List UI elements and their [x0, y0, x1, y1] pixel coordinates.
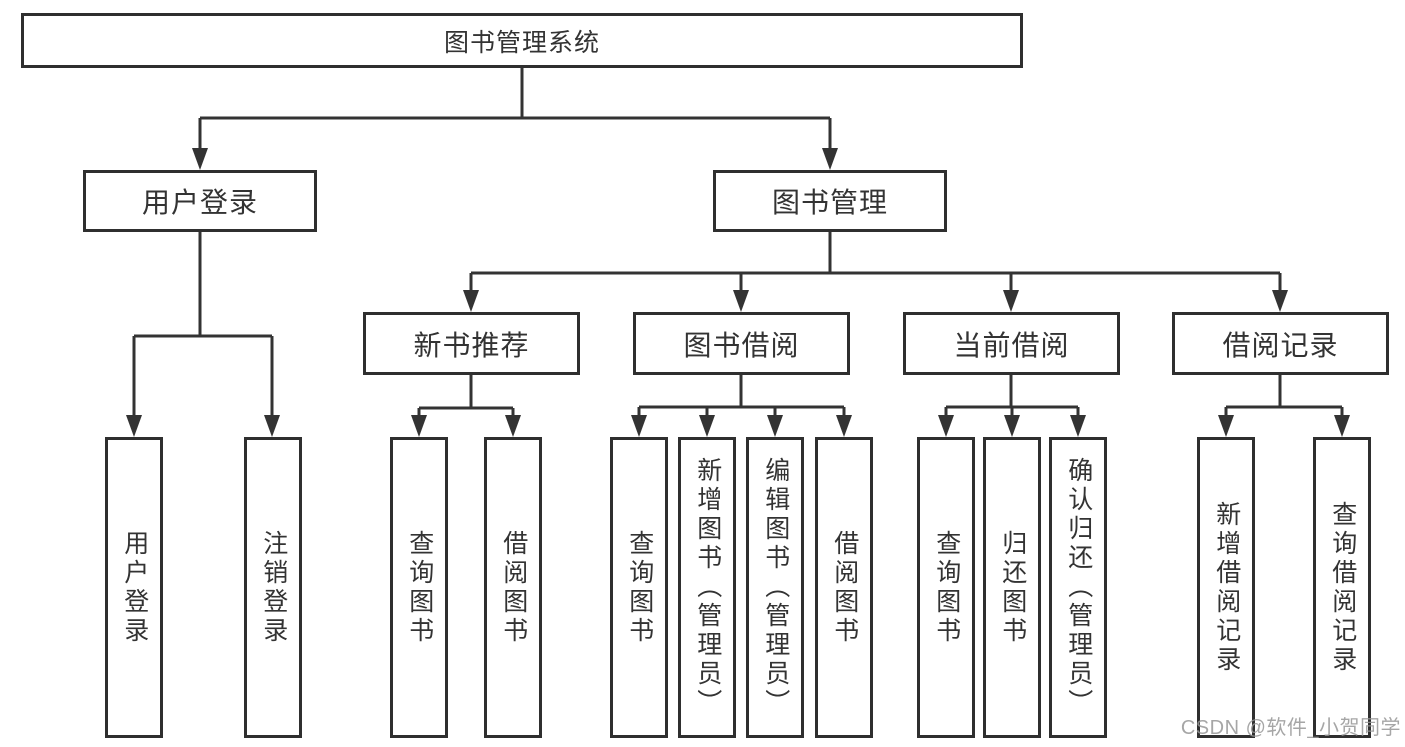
node-library-system: 图书管理系统: [21, 13, 1023, 68]
leaf-label: 借阅图书: [499, 529, 528, 646]
leaf-label: 归还图书: [998, 529, 1027, 646]
leaf-br-query-record: 查询借阅记录: [1313, 437, 1371, 738]
node-book-borrowing: 图书借阅: [633, 312, 850, 375]
leaf-logout: 注销登录: [244, 437, 302, 738]
leaf-label: 新增图书（管理员）: [693, 457, 722, 718]
leaf-nb-query-books: 查询图书: [390, 437, 448, 738]
leaf-bb-add-books-admin: 新增图书（管理员）: [678, 437, 736, 738]
leaf-user-login: 用户登录: [105, 437, 163, 738]
leaf-label: 查询图书: [625, 529, 654, 646]
node-new-book-recommendation: 新书推荐: [363, 312, 580, 375]
leaf-cb-confirm-return-admin: 确认归还（管理员）: [1049, 437, 1107, 738]
leaf-label: 新增借阅记录: [1212, 500, 1241, 675]
node-user-login: 用户登录: [83, 170, 317, 232]
leaf-label: 确认归还（管理员）: [1064, 457, 1093, 718]
node-book-management: 图书管理: [713, 170, 947, 232]
leaf-label: 用户登录: [120, 529, 149, 646]
leaf-br-add-record: 新增借阅记录: [1197, 437, 1255, 738]
leaf-label: 查询图书: [932, 529, 961, 646]
leaf-cb-return-books: 归还图书: [983, 437, 1041, 738]
leaf-bb-borrow-books: 借阅图书: [815, 437, 873, 738]
node-current-borrowing: 当前借阅: [903, 312, 1120, 375]
leaf-cb-query-books: 查询图书: [917, 437, 975, 738]
leaf-bb-edit-books-admin: 编辑图书（管理员）: [746, 437, 804, 738]
leaf-label: 查询图书: [405, 529, 434, 646]
leaf-label: 借阅图书: [830, 529, 859, 646]
leaf-label: 注销登录: [259, 529, 288, 646]
node-borrowing-records: 借阅记录: [1172, 312, 1389, 375]
leaf-nb-borrow-books: 借阅图书: [484, 437, 542, 738]
leaf-label: 查询借阅记录: [1328, 500, 1357, 675]
leaf-label: 编辑图书（管理员）: [761, 457, 790, 718]
leaf-bb-query-books: 查询图书: [610, 437, 668, 738]
